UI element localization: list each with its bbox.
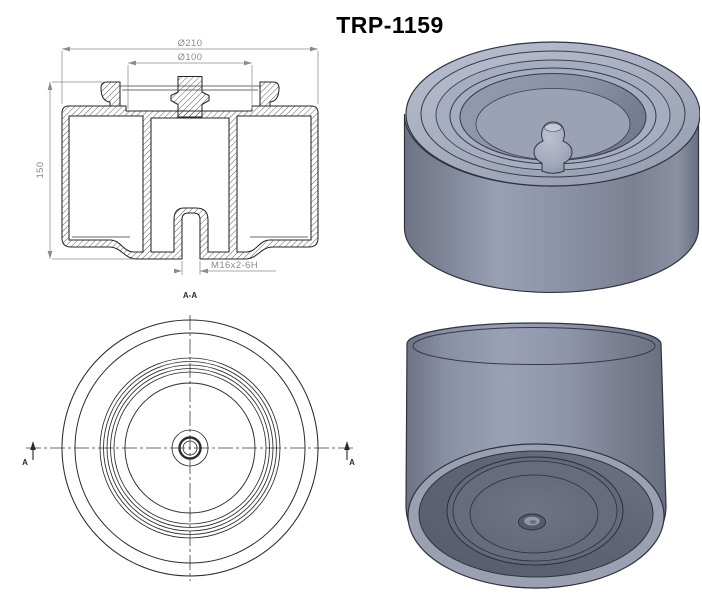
center-nipple bbox=[533, 121, 573, 174]
render-top-iso bbox=[403, 41, 700, 294]
dim-thread: M16x2-6H bbox=[174, 260, 276, 275]
dim-outer-diameter: Ø210 bbox=[61, 38, 319, 104]
plan-view-drawing: A A bbox=[22, 315, 355, 581]
neck-right-wall-section bbox=[259, 81, 280, 107]
cylinder-body-bottom-view bbox=[405, 322, 667, 589]
centerlines bbox=[26, 315, 355, 581]
section-marker-left-text: A bbox=[22, 458, 28, 467]
section-view-drawing: Ø210 Ø100 150 M16x2-6H bbox=[35, 38, 319, 300]
dim-inner-diameter-text: Ø100 bbox=[178, 52, 203, 63]
dim-inner-diameter: Ø100 bbox=[127, 52, 253, 109]
cylinder-body-top-view bbox=[403, 41, 700, 294]
section-arrow-right: A bbox=[344, 441, 355, 467]
part-number-title: TRP-1159 bbox=[336, 12, 444, 38]
thread-circle bbox=[178, 436, 202, 460]
top-boss-section bbox=[170, 75, 210, 118]
dim-height-text: 150 bbox=[35, 161, 46, 178]
section-label: A-A bbox=[183, 291, 197, 300]
visible-edges bbox=[72, 85, 308, 238]
part-shell-section bbox=[61, 105, 319, 260]
neck-left-wall-section bbox=[100, 81, 121, 107]
dim-outer-diameter-text: Ø210 bbox=[178, 38, 203, 49]
section-marker-right-text: A bbox=[349, 458, 355, 467]
section-arrow-left: A bbox=[22, 441, 36, 467]
plan-circles bbox=[61, 319, 319, 577]
bottom-thread-boss bbox=[518, 513, 546, 531]
dim-height: 150 bbox=[35, 81, 134, 260]
dim-thread-text: M16x2-6H bbox=[211, 260, 258, 271]
render-bottom-iso bbox=[405, 322, 667, 589]
